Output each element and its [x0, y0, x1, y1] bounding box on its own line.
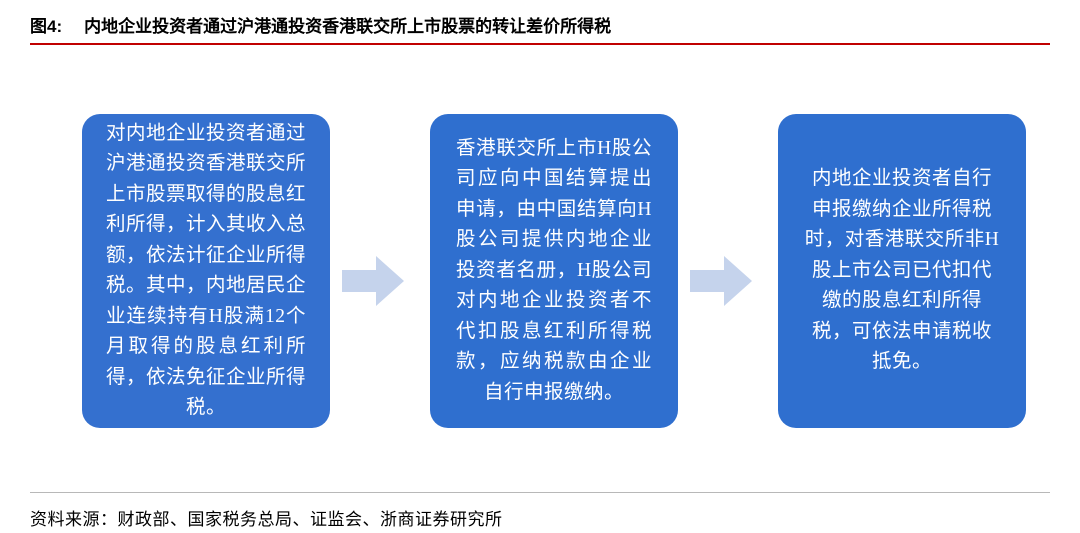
- arrow-right-icon-1: [342, 256, 404, 306]
- footer-divider: [30, 492, 1050, 493]
- flow-box-2: 香港联交所上市H股公司应向中国结算提出申请，由中国结算向H股公司提供内地企业投资…: [430, 114, 678, 428]
- page-title: 内地企业投资者通过沪港通投资香港联交所上市股票的转让差价所得税: [84, 17, 612, 36]
- title-divider: [30, 43, 1050, 45]
- flow-box-1: 对内地企业投资者通过沪港通投资香港联交所上市股票取得的股息红利所得，计入其收入总…: [82, 114, 330, 428]
- source-note: 资料来源：财政部、国家税务总局、证监会、浙商证券研究所: [30, 510, 503, 529]
- arrow-right-icon-2: [690, 256, 752, 306]
- flow-diagram: 对内地企业投资者通过沪港通投资香港联交所上市股票取得的股息红利所得，计入其收入总…: [30, 60, 1050, 480]
- figure-label: 图4:: [30, 17, 63, 36]
- flow-box-3-text: 内地企业投资者自行申报缴纳企业所得税时，对香港联交所非H股上市公司已代扣代缴的股…: [804, 168, 1000, 373]
- figure-title-row: 图4: 内地企业投资者通过沪港通投资香港联交所上市股票的转让差价所得税: [30, 12, 1050, 37]
- flow-box-1-text: 对内地企业投资者通过沪港通投资香港联交所上市股票取得的股息红利所得，计入其收入总…: [106, 122, 307, 419]
- flow-box-2-text: 香港联交所上市H股公司应向中国结算提出申请，由中国结算向H股公司提供内地企业投资…: [456, 137, 652, 403]
- flow-box-3: 内地企业投资者自行申报缴纳企业所得税时，对香港联交所非H股上市公司已代扣代缴的股…: [778, 114, 1026, 428]
